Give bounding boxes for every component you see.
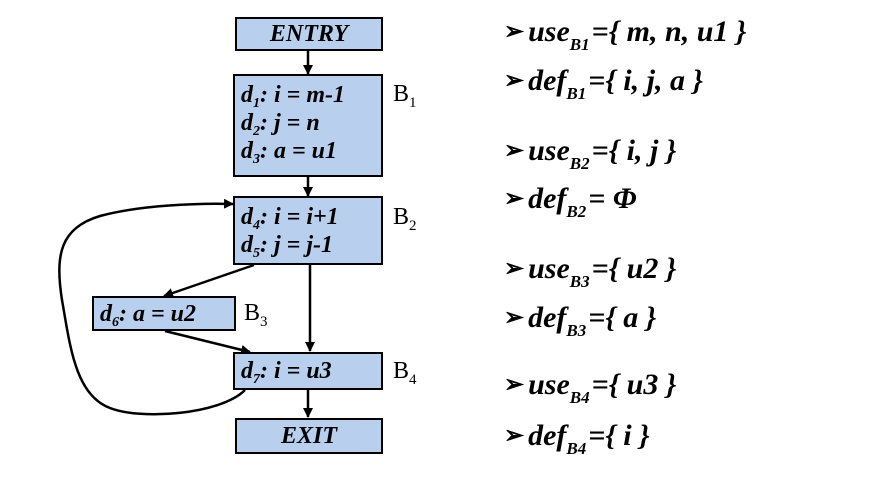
- exit-label: EXIT: [280, 423, 337, 449]
- eq-use-b2: ➢useB2={ i, j }: [504, 134, 677, 173]
- eq-use-b4: ➢useB4={ u3 }: [504, 368, 677, 407]
- b4-line-1: d7: i = u3: [241, 358, 332, 387]
- block-b3: d6: a = u2: [92, 296, 236, 331]
- entry-label: ENTRY: [269, 21, 349, 47]
- b3-line-1: d6: a = u2: [100, 301, 197, 330]
- edge-b3-b4: [164, 329, 251, 355]
- b2-line-1: d4: i = i+1: [241, 204, 339, 233]
- b1-line-1: d1: i = m-1: [241, 82, 345, 111]
- entry-node: ENTRY: [235, 17, 383, 51]
- block-b1: d1: i = m-1 d2: j = n d3: a = u1: [233, 74, 383, 177]
- eq-def-b4: ➢defB4={ i }: [504, 419, 650, 458]
- edge-b2-b3: [163, 263, 255, 298]
- b2-label: B2: [393, 204, 417, 234]
- eq-def-b3: ➢defB3={ a }: [504, 301, 657, 340]
- b4-label: B4: [393, 358, 417, 388]
- eq-def-b2: ➢defB2= Φ: [504, 182, 637, 221]
- eq-use-b3: ➢useB3={ u2 }: [504, 252, 677, 291]
- block-b2: d4: i = i+1 d5: j = j-1: [233, 196, 383, 265]
- b1-label: B1: [393, 81, 417, 111]
- exit-node: EXIT: [235, 418, 383, 454]
- edge-b4-b2-back: [58, 198, 246, 416]
- eq-use-b1: ➢useB1={ m, n, u1 }: [504, 15, 747, 54]
- b1-line-2: d2: j = n: [241, 110, 320, 139]
- b2-line-2: d5: j = j-1: [241, 232, 333, 261]
- b1-line-3: d3: a = u1: [241, 138, 338, 167]
- eq-def-b1: ➢defB1={ i, j, a }: [504, 64, 703, 103]
- b3-label: B3: [244, 300, 268, 330]
- block-b4: d7: i = u3: [233, 352, 383, 390]
